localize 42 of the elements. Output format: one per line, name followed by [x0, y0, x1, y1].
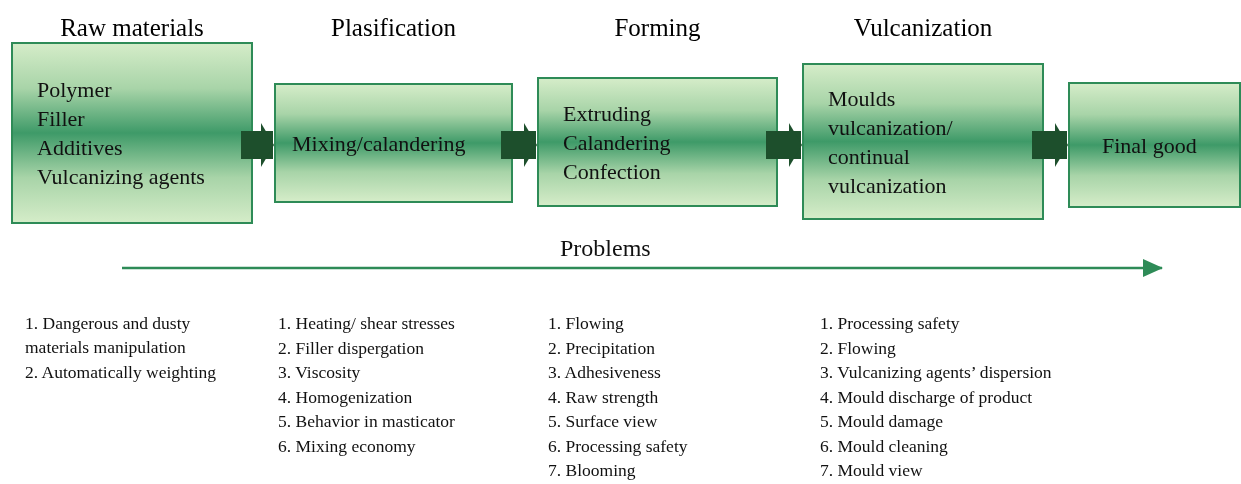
stage-heading: Forming	[613, 14, 702, 42]
problem-item: 2. Precipitation	[548, 336, 655, 360]
problem-item: 2. Automatically weighting	[25, 361, 217, 384]
block-arrow	[1032, 123, 1068, 167]
box-text: Moulds vulcanization/ continual vulcanization	[828, 84, 954, 200]
box-text: Filler	[37, 105, 86, 133]
box-text: Extruding	[563, 99, 652, 128]
problem-item: 7. Blooming	[548, 459, 636, 482]
problem-item: 2. Flowing	[820, 336, 896, 360]
block-arrow	[241, 123, 274, 167]
block-arrow	[766, 123, 802, 167]
problem-item: 5. Mould damage	[820, 410, 943, 433]
problem-item: 5. Surface view	[548, 410, 658, 433]
problem-item: 6. Processing safety	[548, 434, 688, 458]
problem-item: 3. Vulcanizing agents’ dispersion	[820, 361, 1052, 384]
box-text: Mixing/calandering	[292, 129, 467, 158]
stage-heading: Plasification	[330, 14, 457, 42]
stage-heading: Raw materials	[59, 14, 205, 42]
problem-item: 1. Processing safety	[820, 312, 960, 335]
box-text: Additives	[37, 134, 124, 162]
problem-item: 4. Mould discharge of product	[820, 385, 1033, 409]
section-heading: Problems	[560, 236, 651, 260]
problem-item: 1. Dangerous and dusty materials manipulation	[25, 312, 192, 359]
problem-item: 4. Homogenization	[278, 385, 413, 409]
problem-item: 7. Mould view	[820, 459, 923, 482]
block-arrow	[501, 123, 537, 167]
box-text: Confection	[563, 157, 662, 186]
box-text: Vulcanizing agents	[37, 163, 206, 191]
problem-item: 6. Mould cleaning	[820, 434, 948, 458]
stage-heading: Vulcanization	[852, 14, 994, 42]
box-text: Calandering	[563, 128, 672, 157]
problem-item: 1. Flowing	[548, 312, 624, 335]
problem-item: 4. Raw strength	[548, 385, 659, 409]
problem-item: 1. Heating/ shear stresses	[278, 312, 455, 335]
box-text: Polymer	[37, 76, 113, 104]
box-text: Final good	[1102, 131, 1198, 160]
problem-item: 2. Filler dispergation	[278, 336, 424, 360]
problem-item: 3. Adhesiveness	[548, 361, 661, 384]
problem-item: 5. Behavior in masticator	[278, 410, 455, 433]
problem-item: 6. Mixing economy	[278, 434, 416, 458]
process-box	[1068, 82, 1241, 208]
problem-item: 3. Viscosity	[278, 361, 361, 384]
